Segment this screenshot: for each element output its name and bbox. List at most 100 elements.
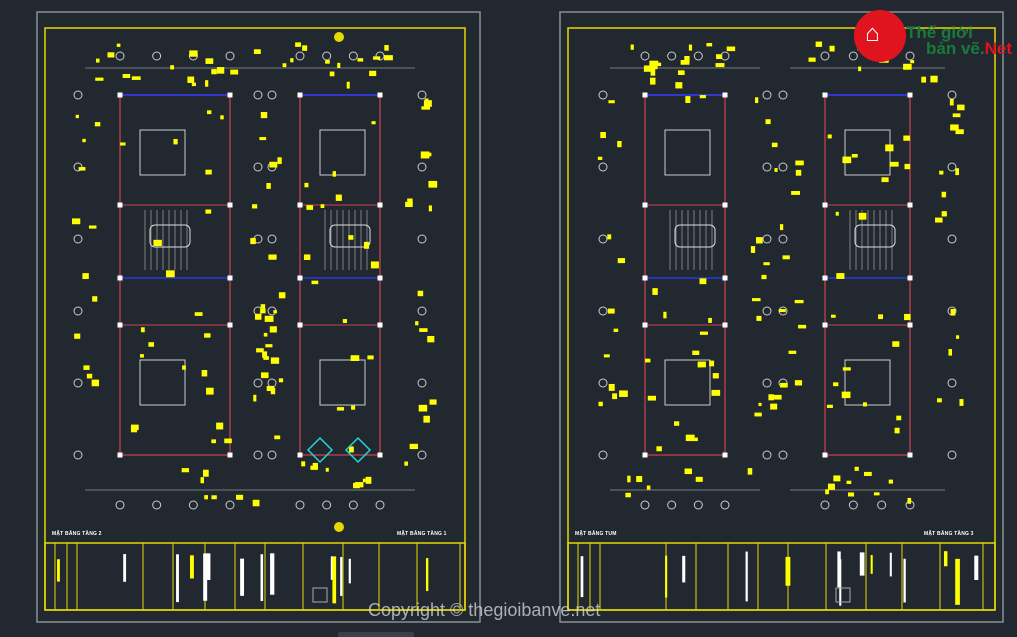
floor-plan — [71, 43, 286, 510]
dimension-label — [833, 475, 841, 482]
title-block-text — [837, 551, 841, 588]
dimension-label — [808, 57, 816, 62]
dimension-label — [647, 395, 656, 401]
grid-bubble — [947, 234, 957, 244]
grid-bubble — [225, 500, 235, 510]
column — [822, 452, 828, 458]
dimension-label — [878, 314, 884, 320]
dimension-label — [201, 370, 208, 377]
grid-bubble — [73, 306, 83, 316]
grid-bubble — [667, 51, 677, 61]
dimension-label — [140, 327, 145, 333]
column — [907, 322, 913, 328]
grid-bubble — [152, 500, 162, 510]
grid-bubble — [778, 162, 788, 172]
dimension-label — [782, 255, 790, 260]
grid-bubble — [375, 500, 385, 510]
dimension-label — [826, 404, 833, 408]
stair-landing — [149, 224, 191, 248]
dimension-label — [269, 161, 278, 168]
dimension-label — [253, 394, 257, 402]
dimension-label — [278, 378, 284, 383]
dimension-label — [88, 225, 97, 229]
dimension-label — [342, 319, 348, 324]
dimension-label — [191, 82, 196, 87]
stair-landing — [674, 224, 716, 248]
grid-bubble — [417, 306, 427, 316]
horizontal-scrollbar[interactable] — [338, 632, 414, 637]
dimension-label — [277, 157, 282, 165]
dimension-label — [269, 326, 277, 333]
title-block-frame — [44, 542, 466, 611]
dimension-label — [369, 70, 377, 77]
outer-wall — [119, 94, 231, 456]
dimension-label — [202, 469, 209, 477]
dimension-label — [423, 152, 432, 157]
dimension-label — [356, 482, 363, 486]
dimension-label — [91, 379, 100, 387]
dimension-label — [699, 95, 706, 99]
dimension-label — [335, 194, 342, 201]
logo-text-2a: bản vẽ. — [926, 39, 985, 58]
dimension-label — [904, 313, 911, 321]
dimension-label — [791, 191, 800, 195]
column — [722, 452, 728, 458]
dimension-label — [650, 62, 658, 70]
dimension-label — [265, 344, 273, 348]
dimension-label — [768, 394, 774, 401]
column — [822, 92, 828, 98]
grid-bubble — [322, 51, 332, 61]
dimension-label — [148, 342, 155, 347]
dimension-label — [846, 480, 852, 485]
title-block-text — [955, 558, 960, 605]
dimension-label — [873, 492, 880, 496]
dimension-label — [608, 383, 615, 391]
floor-plan — [597, 43, 782, 510]
floor-pattern — [306, 436, 372, 464]
bed — [319, 129, 366, 176]
dimension-label — [685, 96, 691, 103]
grid-bubble — [267, 90, 277, 100]
drawing-sheet — [559, 11, 1004, 623]
grid-bubble — [253, 450, 263, 460]
grid-bubble — [348, 500, 358, 510]
dimension-label — [773, 394, 782, 400]
column — [117, 202, 123, 208]
title-block-text — [332, 556, 337, 604]
dimension-label — [290, 58, 294, 63]
dimension-label — [673, 421, 680, 426]
dimension-label — [260, 304, 266, 309]
title-block-text — [889, 552, 892, 577]
bed — [319, 359, 366, 406]
dimension-label — [419, 328, 428, 332]
dimension-label — [774, 168, 778, 172]
grid-bubble — [947, 162, 957, 172]
grid-bubble — [253, 90, 263, 100]
dimension-label — [189, 50, 198, 57]
column — [642, 202, 648, 208]
dimension-label — [409, 443, 418, 450]
grid-bubble — [253, 162, 263, 172]
dimension-label — [211, 439, 216, 444]
grid-bubble — [417, 234, 427, 244]
dimension-label — [675, 82, 683, 89]
grid-bubble — [267, 234, 277, 244]
grid-bubble — [267, 378, 277, 388]
grid-bubble — [877, 500, 887, 510]
section-marker-icon — [334, 522, 344, 532]
title-block-text — [205, 553, 211, 580]
grid-bubble — [188, 500, 198, 510]
dimension-label — [836, 273, 845, 279]
dimension-label — [607, 308, 615, 314]
dimension-label — [270, 357, 280, 364]
dimension-label — [205, 169, 212, 175]
dimension-label — [763, 262, 770, 266]
grid-bubble — [762, 378, 772, 388]
dimension-label — [827, 134, 832, 139]
grid-bubble — [417, 90, 427, 100]
dimension-label — [165, 270, 175, 278]
dimension-label — [892, 341, 900, 347]
plan-title-roof: MẶT BẰNG TUM — [575, 531, 617, 537]
dimension-label — [847, 492, 855, 497]
